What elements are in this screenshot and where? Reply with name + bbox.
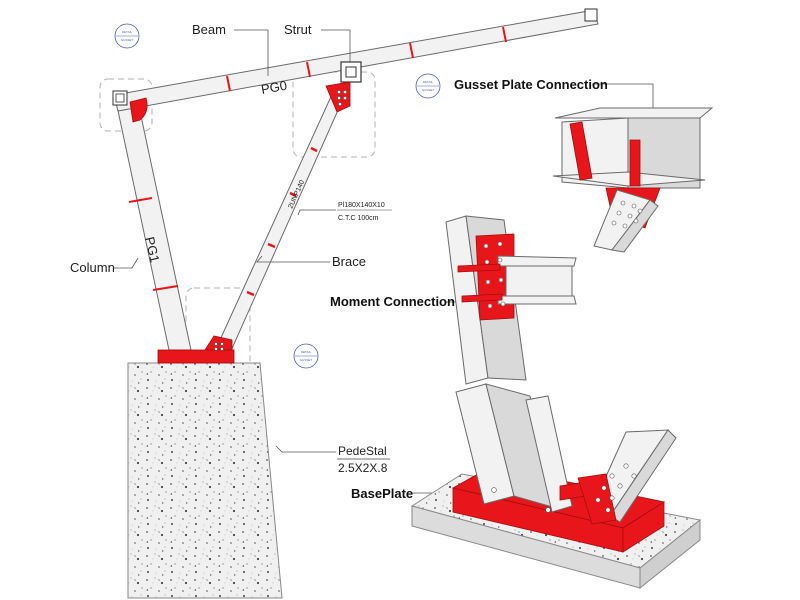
gusset-connection-3d [552,107,714,253]
callout-pedestal-name: PedeStal [338,444,387,458]
column-splice-1 [128,197,153,203]
callout-gusset: Gusset Plate Connection [454,77,608,92]
callout-strut: Strut [284,22,312,37]
moment-connection-3d [445,215,577,385]
detail-bubble-b: DETAIL GUSSET [415,73,441,99]
pedestal [127,362,283,599]
brace [213,89,348,354]
strut-box [340,61,362,83]
svg-text:DETAIL: DETAIL [301,350,312,354]
brace-plate-3 [267,242,276,249]
column-pg1 [116,101,192,351]
callout-baseplate: BasePlate [351,486,413,501]
beam-tip-box [584,8,598,22]
callout-pedestal-dims: 2.5X2X.8 [338,461,388,475]
column-splice-2 [152,285,179,291]
base-plate-red [157,349,235,364]
brace-top-bolts [337,90,347,106]
callout-plate-spacing: C.T.C 100cm [338,215,379,222]
detail-bubble-c: DETAIL GUSSET [293,343,319,369]
callout-brace: Brace [332,254,366,269]
brace-plate-2 [289,191,297,198]
column-id-label: PG1 [142,235,162,264]
beam-splice-2 [306,61,311,78]
beam-end-box-inner [115,93,125,103]
baseplate-3d [410,383,702,590]
svg-text:GUSSET: GUSSET [422,88,435,92]
svg-text:GUSSET: GUSSET [300,358,313,362]
beam-end-box [112,90,128,106]
beam-splice-4 [502,26,507,43]
callout-plate-spec: Pl180X140X10 [338,202,385,209]
beam-splice-1 [226,75,231,92]
beam-splice-3 [409,42,414,59]
beam-id-label: PG0 [260,78,288,97]
strut-box-inner [345,66,357,78]
base-gusset-bolts [214,342,224,351]
brace-plate-4 [246,290,255,297]
knee-gusset-red [129,97,148,123]
callout-moment: Moment Connection [330,294,455,309]
detail-bubble-a: DETAIL GUSSET [114,23,140,49]
callout-column: Column [70,260,115,275]
svg-text:GUSSET: GUSSET [121,38,134,42]
svg-text:DETAIL: DETAIL [122,30,133,34]
beam-pg0 [113,9,599,112]
brace-plate-1 [310,146,318,153]
callout-beam: Beam [192,22,226,37]
svg-text:DETAIL: DETAIL [423,80,434,84]
